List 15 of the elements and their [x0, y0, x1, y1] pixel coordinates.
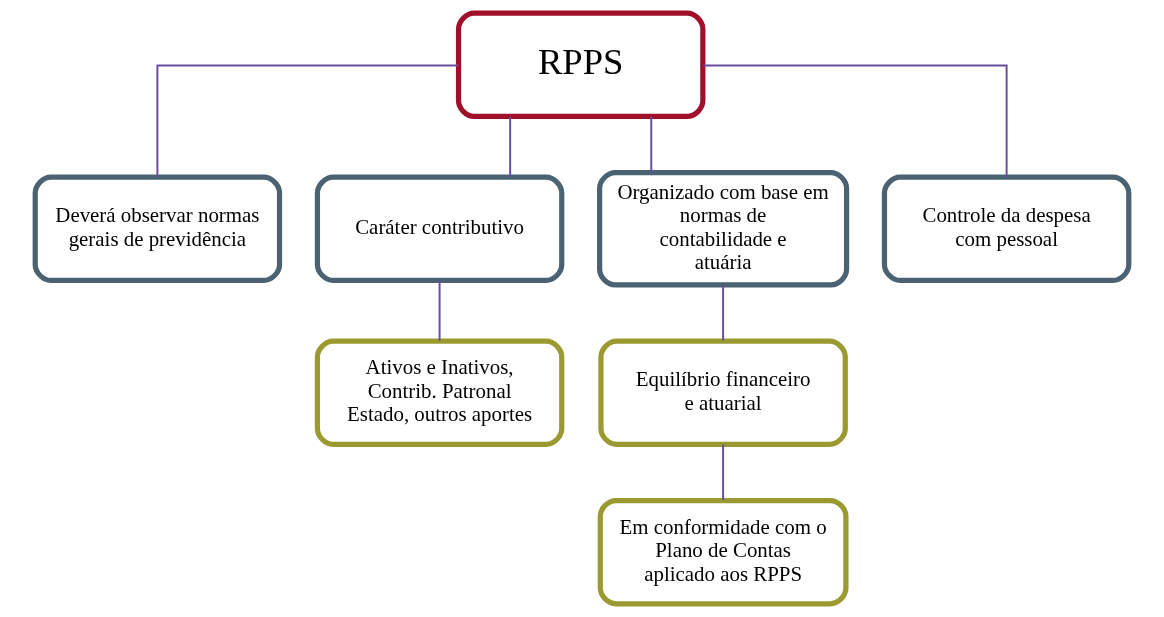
- node-box: RPPS: [455, 10, 706, 120]
- connector: [650, 115, 653, 174]
- node-box: Deverá observar normas gerais de previdência: [32, 174, 283, 284]
- node-box: Caráter contributivo: [314, 174, 565, 284]
- connector: [702, 64, 1008, 179]
- node-box: Organizado com base em normas de contabilidade e atuária: [597, 170, 850, 288]
- node-box: Equilíbrio financeiro e atuarial: [598, 338, 848, 447]
- node-box: Controle da despesa com pessoal: [881, 174, 1132, 284]
- connector: [722, 443, 725, 502]
- connector: [509, 115, 512, 178]
- connector: [722, 284, 725, 342]
- connector: [438, 279, 441, 342]
- node-box: Ativos e Inativos, Contrib. Patronal Estado, outros aportes: [314, 338, 565, 447]
- node-box: Em conformidade com o Plano de Contas aplicado aos RPPS: [597, 497, 849, 607]
- connector: [156, 64, 460, 179]
